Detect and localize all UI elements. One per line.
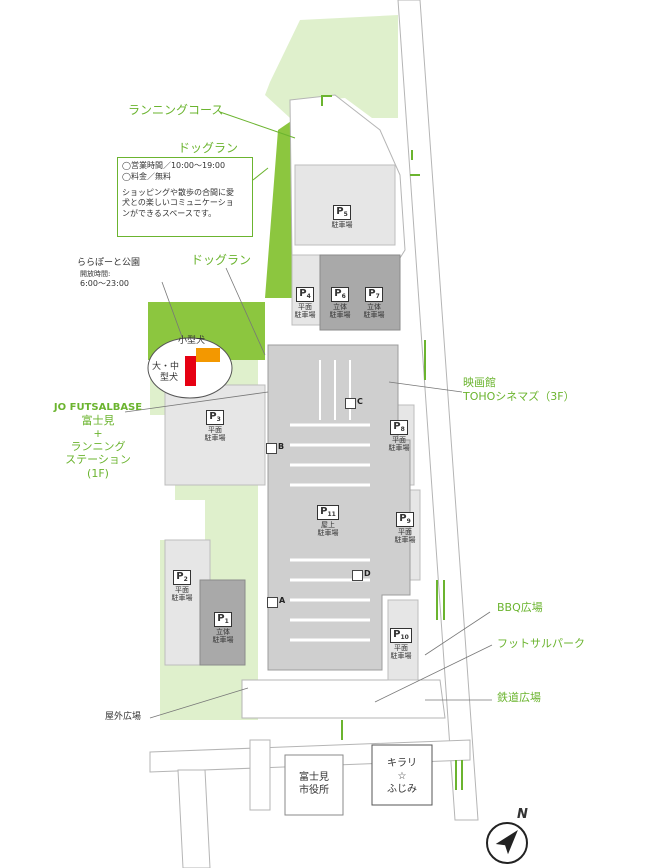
parking-p7: P7 立体駐車場 xyxy=(363,287,385,320)
railway-plaza-label: 鉄道広場 xyxy=(497,691,541,704)
entrance-c-icon xyxy=(345,398,356,409)
road-south-loop xyxy=(241,679,446,719)
futsal-base-name: JO FUTSALBASE xyxy=(53,402,143,413)
dog-run-desc-1: ショッピングや散歩の合間に愛 xyxy=(122,187,234,197)
north-label: N xyxy=(517,807,528,822)
large-dog-label-1: 大・中 xyxy=(152,362,180,372)
large-dog-label-2: 型犬 xyxy=(160,373,179,383)
dog-run-desc-2: 犬との楽しいコミュニケーショ xyxy=(122,198,234,208)
lalaport-park-label: ららぽーと公園 xyxy=(77,258,141,268)
entrance-a-label: A xyxy=(279,596,286,605)
parking-p11: P11 屋上駐車場 xyxy=(317,505,339,538)
dog-run-hours: ◯営業時間／10:00～19:00 xyxy=(122,161,226,170)
futsal-plus: + xyxy=(93,427,103,440)
small-dog-label: 小型犬 xyxy=(178,336,206,346)
parking-p10: P10 平面駐車場 xyxy=(390,628,412,661)
kirari-fujimi-building xyxy=(371,744,433,806)
green-area-north xyxy=(265,15,398,118)
parking-p2: P2 平面駐車場 xyxy=(171,570,193,603)
futsal-line-1: 富士見 xyxy=(81,414,115,427)
lot-p3 xyxy=(164,384,266,486)
city-hall-building xyxy=(284,754,344,816)
running-course-label: ランニングコース xyxy=(128,103,224,117)
city-hall-label-2: 市役所 xyxy=(299,785,329,796)
bbq-plaza-label: BBQ広場 xyxy=(497,601,543,614)
futsal-floor: (1F) xyxy=(87,467,109,480)
parking-p5: P5 駐車場 xyxy=(331,205,353,229)
road-south-2 xyxy=(249,739,271,811)
parking-p1: P1 立体駐車場 xyxy=(212,612,234,645)
entrance-b-label: B xyxy=(278,442,285,451)
kirari-star: ☆ xyxy=(397,771,407,782)
park-hours: 6:00～23:00 xyxy=(80,279,130,288)
dog-run-fee: ◯料金／無料 xyxy=(122,171,171,181)
parking-p4: P4 平面駐車場 xyxy=(294,287,316,320)
futsal-line-3: ステーション xyxy=(65,453,131,466)
entrance-d-label: D xyxy=(364,569,371,578)
futsal-line-2: ランニング xyxy=(70,440,126,453)
park-hours-label: 開放時間: xyxy=(80,270,111,278)
parking-p6: P6 立体駐車場 xyxy=(329,287,351,320)
city-hall-label-1: 富士見 xyxy=(299,772,329,783)
parking-p8: P8 平面駐車場 xyxy=(388,420,410,453)
futsal-park-label: フットサルパーク xyxy=(497,637,585,650)
dog-run-title: ドッグラン xyxy=(178,141,239,155)
entrance-b-icon xyxy=(266,443,277,454)
outdoor-plaza-label: 屋外広場 xyxy=(105,712,142,722)
road-east xyxy=(397,0,479,821)
running-course-strip xyxy=(265,115,312,298)
dog-run-large-area xyxy=(185,356,196,386)
parking-p9: P9 平面駐車場 xyxy=(394,512,416,545)
parking-p3: P3 平面駐車場 xyxy=(204,410,226,443)
dog-run-info-box: ◯営業時間／10:00～19:00 ◯料金／無料 ショッピングや散歩の合間に愛 … xyxy=(117,157,253,237)
kirari-label-1: キラリ xyxy=(387,758,417,769)
dog-run-label: ドッグラン xyxy=(191,253,252,267)
north-arrow xyxy=(486,822,528,864)
dog-run-small-area xyxy=(196,348,220,362)
cinema-label-1: 映画館 xyxy=(463,376,496,389)
entrance-d-icon xyxy=(352,570,363,581)
entrance-c-label: C xyxy=(357,397,363,406)
dog-run-desc-3: ンができるスペースです。 xyxy=(122,209,217,219)
entrance-a-icon xyxy=(267,597,278,608)
road-city-hall-west xyxy=(177,769,211,868)
kirari-label-2: ふじみ xyxy=(387,784,417,795)
cinema-label-2: TOHOシネマズ（3F） xyxy=(463,390,575,403)
